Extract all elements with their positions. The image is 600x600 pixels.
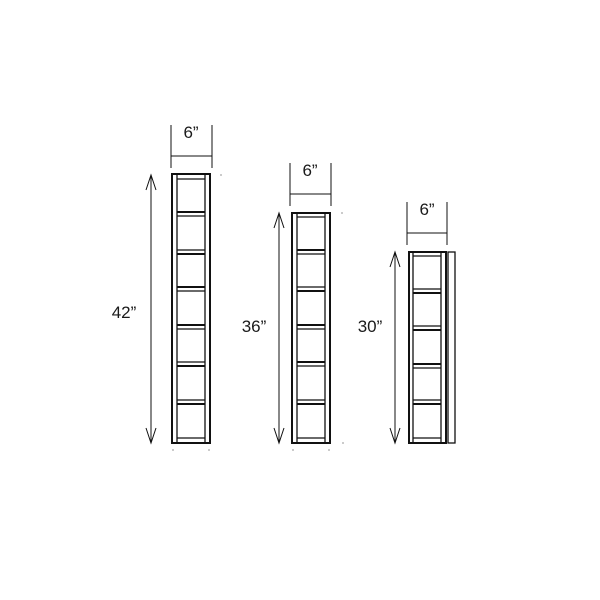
outer-frame — [291, 212, 331, 444]
shelf — [297, 249, 325, 255]
shelf — [297, 361, 325, 367]
shelf — [413, 363, 441, 369]
width-dimension: 6” — [406, 200, 448, 245]
width-label: 6” — [183, 123, 198, 142]
arrow-up-icon — [389, 250, 401, 268]
end-panel — [447, 251, 456, 444]
outer-frame — [171, 173, 211, 444]
width-label: 6” — [302, 161, 317, 180]
height-label: 30” — [358, 317, 383, 336]
marker-dot — [220, 174, 222, 176]
marker-dot — [292, 449, 294, 451]
cabinet-body — [291, 212, 331, 444]
marker-dot — [341, 212, 343, 214]
width-dimension: 6” — [289, 161, 332, 206]
shelf — [177, 361, 205, 367]
height-dimension: 42” — [112, 173, 157, 445]
shelf — [413, 399, 441, 405]
cabinet-36: 6” 36” — [242, 161, 344, 451]
cabinet-30: 6” 30” — [358, 200, 456, 445]
arrow-up-icon — [273, 211, 285, 229]
shelf — [177, 286, 205, 292]
width-label: 6” — [419, 200, 434, 219]
shelf — [177, 324, 205, 330]
cabinet-body — [171, 173, 211, 444]
arrow-down-icon — [145, 427, 157, 445]
shelf — [297, 286, 325, 292]
shelf — [297, 324, 325, 330]
height-label: 42” — [112, 303, 137, 322]
outer-frame — [408, 251, 447, 444]
shelf — [413, 288, 441, 294]
shelf — [177, 211, 205, 217]
width-dimension: 6” — [170, 123, 213, 168]
height-label: 36” — [242, 317, 267, 336]
marker-dot — [328, 449, 330, 451]
arrow-down-icon — [389, 427, 401, 445]
height-dimension: 36” — [242, 211, 285, 445]
arrow-down-icon — [273, 427, 285, 445]
arrow-up-icon — [145, 173, 157, 191]
shelf — [297, 399, 325, 405]
marker-dot — [172, 449, 174, 451]
cabinet-42: 6” 42” — [112, 123, 222, 451]
shelf — [177, 399, 205, 405]
cabinet-body — [408, 251, 456, 444]
marker-dot — [208, 449, 210, 451]
height-dimension: 30” — [358, 250, 401, 445]
shelf — [177, 249, 205, 255]
shelf — [413, 325, 441, 331]
marker-dot — [342, 442, 344, 444]
